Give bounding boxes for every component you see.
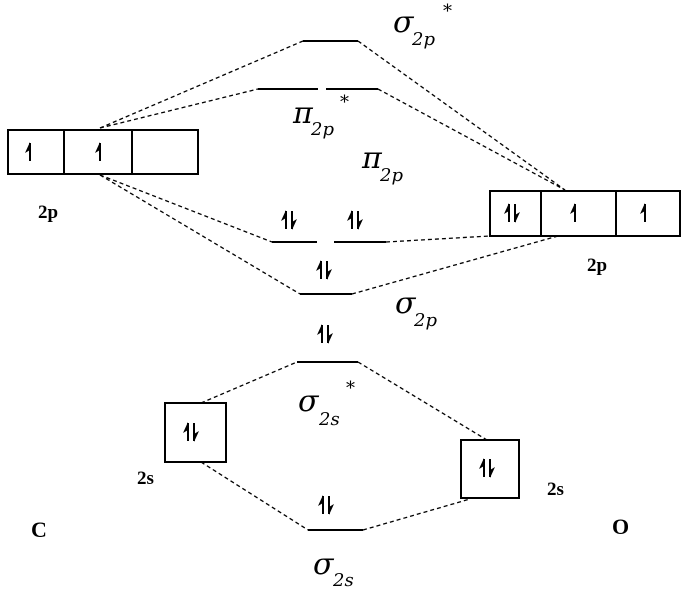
svg-text:*: *	[443, 1, 452, 22]
connector-c2s-sigma2s-star	[200, 361, 298, 404]
sigma-2p-star-label: σ 2p *	[393, 1, 452, 50]
sigma-2s-star-label: σ 2s *	[298, 378, 355, 430]
pi-2p-star-label: π 2p *	[292, 92, 349, 140]
o-2p-orbital-box	[489, 190, 681, 237]
svg-text:σ: σ	[395, 286, 417, 321]
correlation-lines	[99, 40, 566, 531]
o-2s-orbital-box	[460, 439, 520, 499]
connector-c2p-pi2p-star	[99, 88, 259, 129]
svg-text:2s: 2s	[332, 570, 354, 591]
connector-c2p-pi2p	[99, 174, 273, 243]
svg-text:π: π	[361, 141, 383, 176]
connector-o2s-sigma2s-star	[357, 361, 488, 441]
sigma-2s-electron-pair	[318, 495, 334, 515]
c-2s-label: 2s	[137, 468, 154, 489]
connector-o2p-pi2p	[385, 235, 491, 243]
svg-text:σ: σ	[393, 5, 415, 40]
pi-2p-electron-pair-2	[347, 210, 363, 230]
o-2p-label: 2p	[587, 255, 607, 276]
c-2s-electron-pair	[183, 422, 199, 442]
sigma-2p-electron-pair	[316, 260, 332, 280]
pi-2p-label: π 2p	[361, 141, 403, 186]
svg-text:2p: 2p	[413, 310, 437, 331]
connector-o2p-sigma2p	[351, 235, 559, 295]
oxygen-atom-label: O	[612, 514, 629, 539]
svg-text:2s: 2s	[318, 409, 340, 430]
connector-o2s-sigma2s	[362, 498, 471, 531]
o-2p-electron-pair-1	[504, 203, 520, 223]
svg-text:2p: 2p	[379, 165, 403, 186]
o-2p-electron-4	[639, 202, 646, 223]
o-2s-electron-pair	[479, 458, 495, 478]
connector-o2p-sigma2p-star	[357, 40, 566, 191]
sigma-2s-label: σ 2s	[313, 547, 354, 591]
connector-o2p-pi2p-star	[377, 88, 566, 191]
connector-c2s-sigma2s	[200, 461, 309, 531]
mo-levels	[258, 40, 386, 531]
svg-text:2p: 2p	[310, 119, 334, 140]
svg-text:*: *	[346, 378, 355, 399]
c-2p-electron-2	[94, 141, 101, 162]
o-2p-electron-3	[569, 202, 576, 223]
c-2p-electron-1	[24, 141, 31, 162]
c-2s-orbital-box	[164, 402, 227, 463]
sigma-2p-label: σ 2p	[395, 286, 437, 331]
pi-2p-electron-pair-1	[281, 210, 297, 230]
c-2p-orbital-box	[7, 129, 199, 175]
svg-text:π: π	[292, 96, 314, 131]
svg-text:2p: 2p	[411, 29, 435, 50]
connector-c2p-sigma2p	[99, 174, 301, 295]
svg-text:*: *	[340, 92, 349, 113]
carbon-atom-label: C	[31, 517, 47, 542]
c-2p-label: 2p	[38, 202, 58, 223]
sigma-2s-star-electron-pair	[317, 324, 333, 344]
svg-text:σ: σ	[313, 547, 335, 582]
connector-c2p-sigma2p-star	[99, 40, 304, 129]
svg-text:σ: σ	[298, 384, 320, 419]
o-2s-label: 2s	[547, 479, 564, 500]
